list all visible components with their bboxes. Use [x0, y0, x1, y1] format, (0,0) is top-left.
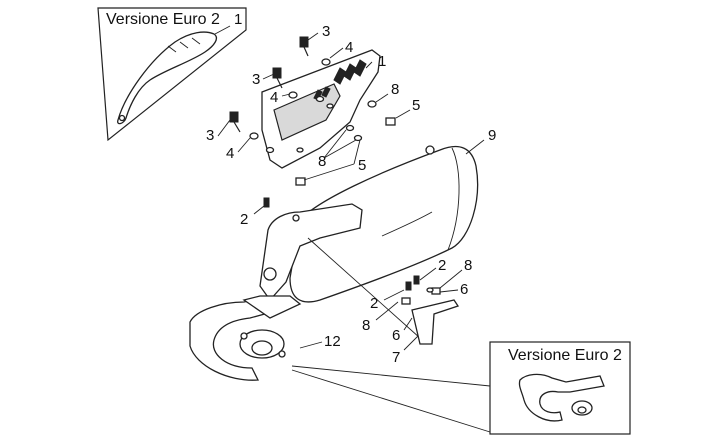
washer-4-mid: [288, 91, 298, 99]
callout-3-low: 3: [206, 127, 214, 144]
silencer-end-cap: [447, 147, 460, 251]
bolt-3-mid: [272, 67, 282, 79]
washer-8-right: [367, 100, 377, 108]
exhaust-pipe-bend: [189, 297, 274, 381]
exhaust-pipe-joint: [242, 295, 302, 319]
callout-6-lower-right: 6: [460, 281, 468, 298]
inset-title-top-left: Versione Euro 2: [106, 11, 220, 28]
silencer: [259, 145, 479, 303]
inset-title-bottom-right: Versione Euro 2: [508, 347, 622, 364]
callout-5-right: 5: [412, 97, 420, 114]
nut-6-left: [401, 297, 411, 305]
callout-12-pipe: 12: [324, 333, 341, 350]
callout-2-lower-right: 2: [438, 257, 446, 274]
callout-4-low: 4: [226, 145, 234, 162]
callout-8-lower-left: 8: [362, 317, 370, 334]
washer-4-top: [321, 58, 331, 66]
inset-euro2-heat-shield: Versione Euro 2 1: [97, 7, 247, 142]
nut-5-right: [385, 117, 396, 126]
fastener-group-top: [299, 36, 331, 66]
inset-pointer-lower: [291, 369, 491, 433]
silencer-bracket: [259, 203, 363, 302]
bolt-3-top: [299, 36, 309, 48]
bolt-2-right: [413, 275, 420, 285]
silencer-body: [289, 145, 479, 303]
bolt-2-upper: [263, 197, 270, 208]
callout-2-upper: 2: [240, 211, 248, 228]
callout-2-lower-left: 2: [370, 295, 378, 312]
inset-shield-hole: [118, 114, 126, 122]
inset-shield-vents: [167, 37, 201, 53]
bolt-3-low: [229, 111, 239, 123]
callout-8-right: 8: [391, 81, 399, 98]
heat-shield-vents: [333, 59, 367, 85]
mount-bracket-7: [411, 299, 460, 345]
exhaust-pipe: [189, 295, 302, 381]
bolt-2-left: [405, 281, 412, 291]
callout-6-lower-left: 6: [392, 327, 400, 344]
fastener-group-low: [229, 111, 275, 154]
callout-inset-1: 1: [234, 11, 242, 28]
callout-5-center: 5: [358, 157, 366, 174]
bracket-hole-b: [263, 267, 277, 281]
washer-8-lower: [426, 287, 434, 293]
exhaust-flange-port: [251, 340, 273, 356]
leader-inset-1: [214, 25, 231, 35]
bracket-hole-a: [292, 214, 300, 222]
callout-4-top: 4: [345, 39, 353, 56]
silencer-hook: [425, 145, 435, 155]
callout-1-shield: 1: [378, 53, 386, 70]
inset-frame-bottom-right: [489, 341, 631, 435]
leader-lines: [217, 32, 485, 351]
fastener-group-right: [295, 100, 396, 186]
inset-frame-top-left: [97, 7, 247, 142]
inset-pointer-upper: [291, 365, 491, 387]
inset-euro2-exhaust-pipe: Versione Euro 2: [291, 341, 631, 435]
nut-5-bottom: [295, 177, 306, 186]
lower-bracket: [263, 197, 460, 345]
callout-7-bracket: 7: [392, 349, 400, 366]
heat-shield-assembly: [229, 36, 396, 186]
washer-4-low: [249, 132, 259, 140]
callout-8-lower-right: 8: [464, 257, 472, 274]
inset-heat-shield: [117, 31, 218, 125]
inset-exhaust-pipe: [518, 373, 605, 422]
callout-labels: 3 4 1 3 4 8 5 3 4 8 5 9 2 2 8 6 2 8 6 7 …: [206, 23, 496, 366]
callout-4-mid: 4: [270, 89, 278, 106]
fastener-group-mid: [272, 67, 325, 103]
silencer-highlight: [381, 211, 433, 237]
callout-3-top: 3: [322, 23, 330, 40]
callout-9-silencer: 9: [488, 127, 496, 144]
callout-3-mid: 3: [252, 71, 260, 88]
callout-8-center: 8: [318, 153, 326, 170]
